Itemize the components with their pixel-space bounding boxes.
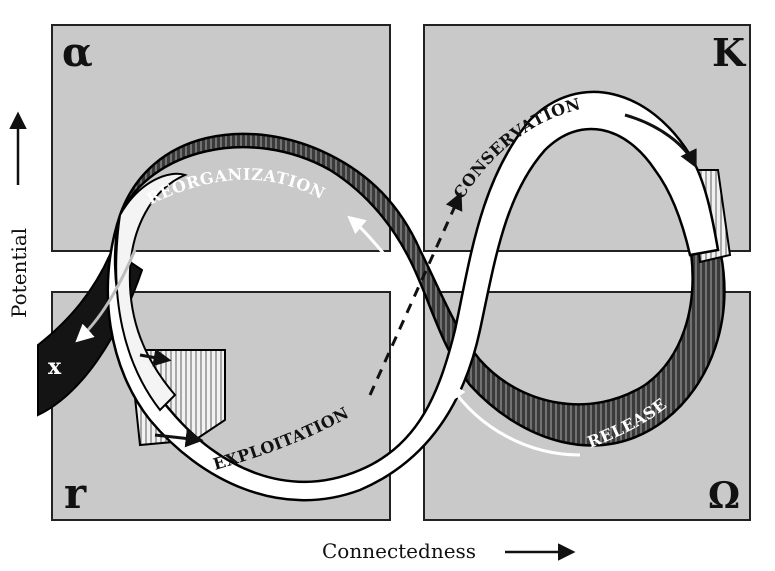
inner-ribbon-band (115, 172, 188, 412)
potential-axis-label: Potential (7, 228, 31, 318)
corner-label-omega: Ω (708, 475, 740, 517)
connectedness-axis-label: Connectedness (322, 539, 476, 563)
front-loop-ribbon (106, 90, 720, 502)
corner-label-alpha: α (62, 29, 93, 76)
fold-arrow-upper (139, 348, 172, 367)
corner-label-k: K (712, 30, 747, 75)
reorganization-arrow (347, 215, 387, 256)
exit-label: x (48, 354, 62, 380)
exploitation-to-conservation-arrow (368, 191, 463, 396)
exit-arrow (75, 249, 137, 343)
release-arrow (448, 382, 581, 457)
conservation-arrow (624, 113, 697, 169)
fold-arrow-lower (154, 429, 204, 448)
corner-label-r: r (64, 469, 87, 518)
